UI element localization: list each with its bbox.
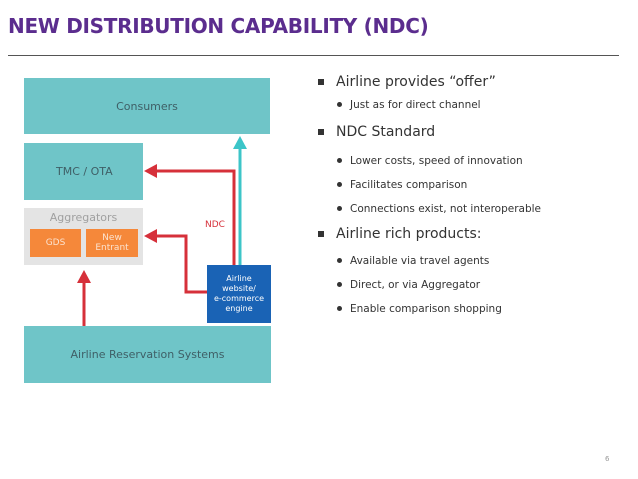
title-divider [8,55,619,56]
gds-label: GDS [45,238,66,248]
gds-box: GDS [30,229,81,257]
airline-engine-box: Airline website/ e-commerce engine [207,265,271,323]
bullet-item: NDC Standard [318,124,618,146]
bullet-text: Airline provides “offer” [336,74,496,90]
sub-bullet-text: Lower costs, speed of innovation [350,155,523,167]
reservation-systems-label: Airline Reservation Systems [70,348,225,361]
new-entrant-line-1: New [102,233,122,243]
sub-bullet-item: Direct, or via Aggregator [318,276,618,298]
square-bullet-icon [318,79,324,85]
arrow-engine-to-aggregators-head [144,229,157,243]
page-number: 6 [605,455,610,463]
sub-bullet-item: Just as for direct channel [318,96,618,118]
tmc-ota-box: TMC / OTA [24,143,143,200]
arrow-engine-to-tmc [155,169,236,265]
bullet-text: NDC Standard [336,124,436,140]
square-bullet-icon [318,129,324,135]
square-bullet-icon [318,231,324,237]
bullet-item: Airline rich products: [318,226,618,248]
sub-bullet-text: Enable comparison shopping [350,303,502,315]
aggregators-label: Aggregators [49,211,118,224]
new-entrant-line-2: Entrant [95,243,129,253]
new-entrant-label: New Entrant [95,233,128,253]
ndc-label: NDC [205,220,225,230]
new-entrant-box: New Entrant [86,229,138,257]
sub-bullet-text: Just as for direct channel [350,99,481,111]
dot-bullet-icon [337,102,342,107]
arrow-engine-to-aggregators [155,234,207,294]
dot-bullet-icon [337,206,342,211]
bullet-list: Airline provides “offer” Just as for dir… [318,70,618,322]
bullet-text: Airline rich products: [336,226,482,242]
airline-engine-label: Airline website/ e-commerce engine [214,274,264,314]
arrow-engine-to-tmc-head [144,164,157,178]
airline-engine-line-3: e-commerce [213,294,265,303]
arrow-ars-to-gds-head [77,270,91,283]
sub-bullet-text: Direct, or via Aggregator [350,279,481,291]
arrow-engine-to-consumers-head [233,136,247,149]
consumers-label: Consumers [116,99,178,113]
airline-engine-line-1: Airline [226,274,252,283]
slide-title: NEW DISTRIBUTION CAPABILITY (NDC) [8,14,429,38]
reservation-systems-box: Airline Reservation Systems [24,326,271,383]
consumers-box: Consumers [24,78,270,134]
sub-bullet-item: Connections exist, not interoperable [318,200,618,222]
sub-bullet-item: Enable comparison shopping [318,300,618,322]
sub-bullet-item: Available via travel agents [318,252,618,274]
dot-bullet-icon [337,182,342,187]
airline-engine-line-2: website/ [222,284,256,293]
sub-bullet-text: Available via travel agents [350,255,490,267]
sub-bullet-text: Connections exist, not interoperable [350,203,541,215]
dot-bullet-icon [337,158,342,163]
dot-bullet-icon [337,258,342,263]
tmc-ota-label: TMC / OTA [56,165,113,178]
sub-bullet-item: Facilitates comparison [318,176,618,198]
dot-bullet-icon [337,282,342,287]
sub-bullet-text: Facilitates comparison [350,179,468,191]
sub-bullet-item: Lower costs, speed of innovation [318,152,618,174]
bullet-item: Airline provides “offer” [318,74,618,96]
airline-engine-line-4: engine [225,304,253,313]
dot-bullet-icon [337,306,342,311]
